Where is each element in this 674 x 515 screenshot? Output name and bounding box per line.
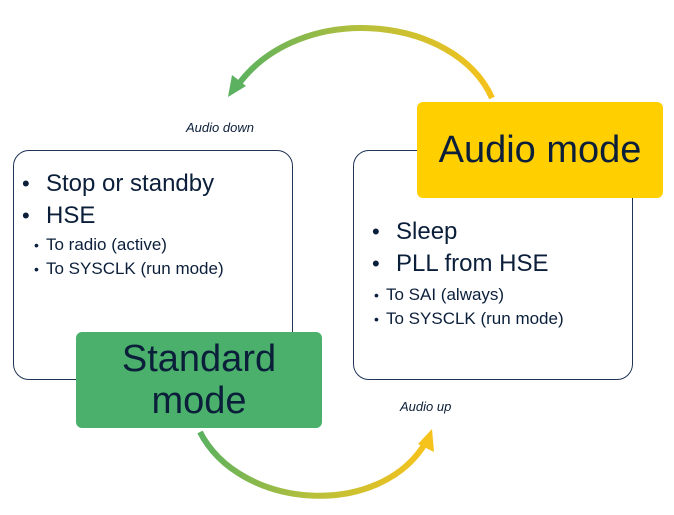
standard-mode-subitems: To radio (active) To SYSCLK (run mode)	[30, 233, 224, 281]
audio-mode-subitem: To SYSCLK (run mode)	[370, 307, 564, 331]
standard-mode-item: HSE	[16, 200, 214, 232]
standard-mode-title-line2: mode	[151, 380, 247, 422]
audio-mode-subitem: To SAI (always)	[370, 283, 564, 307]
audio-mode-items: Sleep PLL from HSE	[366, 216, 549, 280]
audio-mode-label: Audio mode	[417, 102, 663, 198]
audio-down-arrow	[228, 25, 495, 100]
audio-mode-item: PLL from HSE	[366, 248, 549, 280]
standard-mode-item: Stop or standby	[16, 168, 214, 200]
audio-up-label: Audio up	[400, 399, 452, 414]
standard-mode-subitem: To SYSCLK (run mode)	[30, 257, 224, 281]
standard-mode-subitem: To radio (active)	[30, 233, 224, 257]
audio-mode-item: Sleep	[366, 216, 549, 248]
standard-mode-items: Stop or standby HSE	[16, 168, 214, 232]
audio-up-arrow	[197, 429, 434, 499]
audio-up-arrowhead-icon	[418, 429, 434, 452]
standard-mode-title-line1: Standard	[121, 338, 277, 380]
audio-down-arrowhead-icon	[228, 75, 246, 97]
audio-down-label: Audio down	[186, 120, 254, 135]
audio-mode-title: Audio mode	[438, 128, 642, 171]
standard-mode-label: Standard mode	[76, 332, 322, 428]
audio-mode-subitems: To SAI (always) To SYSCLK (run mode)	[370, 283, 564, 331]
